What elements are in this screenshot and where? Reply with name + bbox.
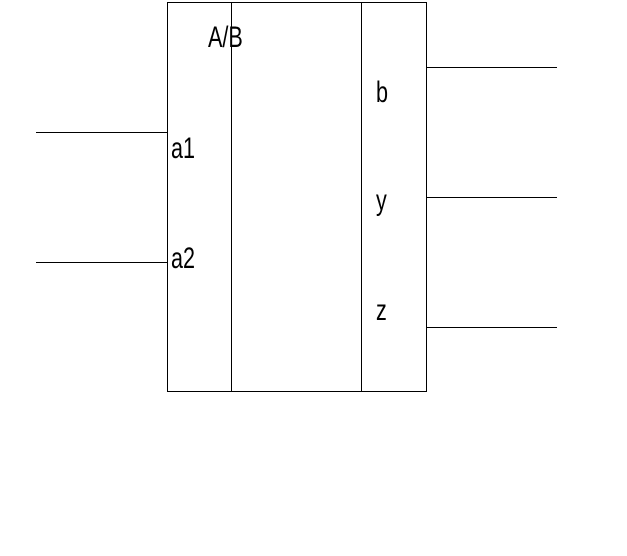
output-label-y: y (376, 182, 388, 216)
input-label-a2: a2 (171, 240, 195, 274)
input-label-a1: a1 (171, 130, 195, 164)
output-label-b: b (376, 74, 388, 108)
block-header-label: A/B (208, 19, 243, 53)
output-label-z: z (376, 292, 387, 326)
block-outline (167, 2, 427, 392)
